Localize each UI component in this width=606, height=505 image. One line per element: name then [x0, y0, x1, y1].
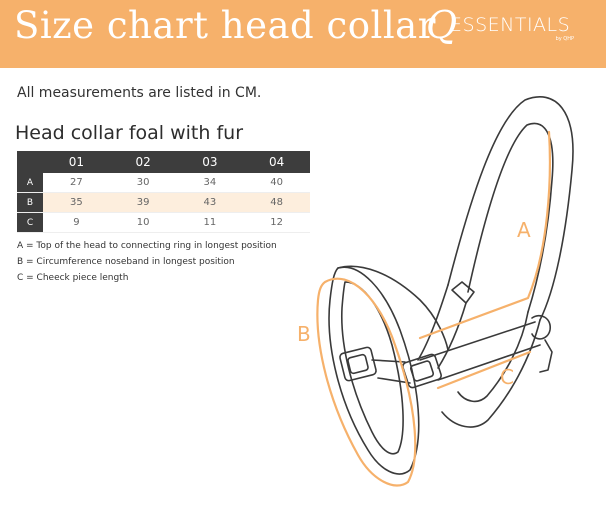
guide-b — [316, 277, 417, 487]
logo-wordmark: ESSENTIALS — [450, 14, 571, 36]
table-row: A 27 30 34 40 — [17, 173, 310, 193]
table-cell: 11 — [176, 212, 244, 233]
logo-q-mark: Q — [426, 3, 458, 47]
label-c: C — [500, 365, 514, 389]
table-cell: 30 — [109, 173, 177, 193]
table-cell: 10 — [109, 212, 177, 233]
head-collar-outline — [328, 96, 574, 475]
table-cell: 39 — [109, 192, 177, 213]
row-label: C — [17, 212, 43, 233]
table-cell: 40 — [243, 173, 310, 193]
size-column-03: 03 — [176, 151, 244, 173]
table-cell: 27 — [43, 173, 110, 193]
legend-item-a: A = Top of the head to connecting ring i… — [17, 241, 277, 251]
row-label: A — [17, 173, 43, 193]
legend-item-b: B = Circumference noseband in longest po… — [17, 257, 235, 267]
measurement-note: All measurements are listed in CM. — [17, 85, 262, 101]
table-cell: 35 — [43, 192, 110, 213]
size-table-corner — [17, 151, 43, 173]
size-table: 01 02 03 04 A 27 30 34 40 B 35 39 43 48 … — [17, 151, 310, 233]
table-row: C 9 10 11 12 — [17, 212, 310, 233]
size-table-title: Head collar foal with fur — [15, 122, 244, 144]
size-column-04: 04 — [243, 151, 310, 173]
legend-item-c: C = Cheeck piece length — [17, 273, 129, 283]
page-title: Size chart head collar — [14, 4, 436, 47]
label-a: A — [517, 218, 531, 242]
size-table-header-row: 01 02 03 04 — [17, 151, 310, 173]
guide-c — [436, 350, 532, 390]
header-banner: Size chart head collar Q ESSENTIALS by Q… — [0, 0, 606, 68]
size-column-01: 01 — [43, 151, 110, 173]
logo-byline: by QHP — [555, 36, 574, 42]
row-label: B — [17, 192, 43, 213]
label-b: B — [297, 322, 311, 346]
table-cell: 12 — [243, 212, 310, 233]
table-cell: 34 — [176, 173, 244, 193]
size-column-02: 02 — [109, 151, 177, 173]
table-cell: 48 — [243, 192, 310, 213]
table-cell: 9 — [43, 212, 110, 233]
brand-logo: Q ESSENTIALS by QHP — [426, 6, 576, 48]
measurement-guides — [316, 130, 551, 487]
legend: A = Top of the head to connecting ring i… — [17, 238, 277, 286]
table-row: B 35 39 43 48 — [17, 192, 310, 213]
table-cell: 43 — [176, 192, 244, 213]
guide-a — [418, 130, 551, 340]
